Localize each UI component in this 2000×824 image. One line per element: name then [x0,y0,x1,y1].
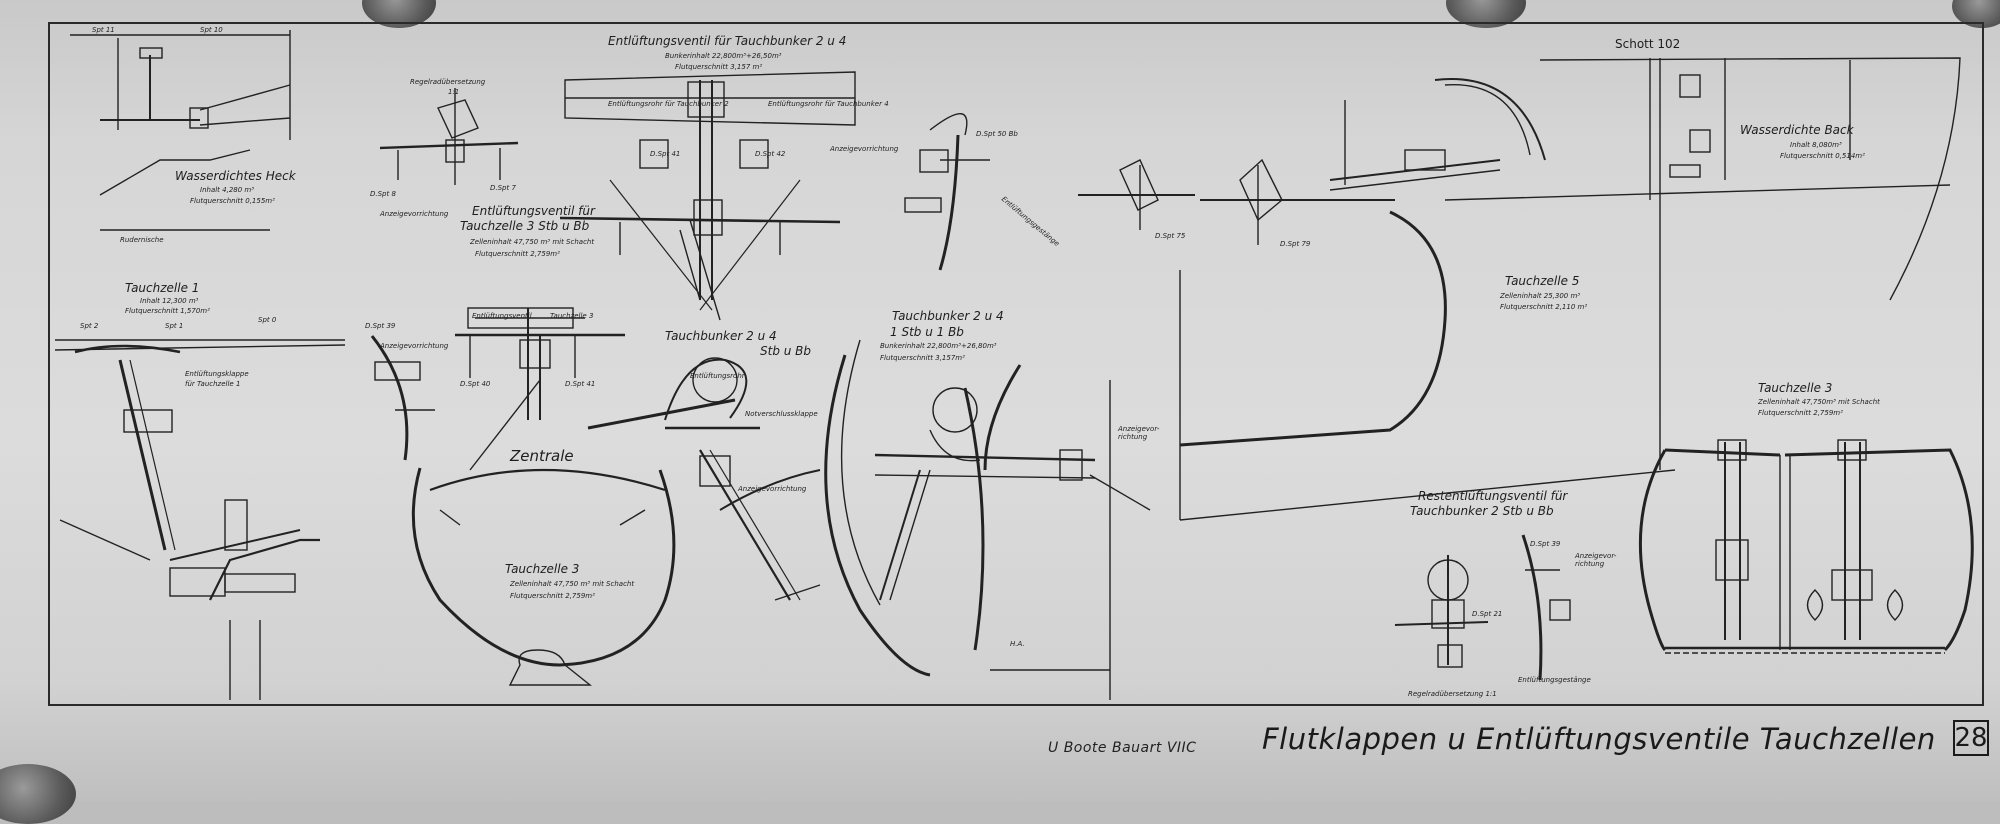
label-back-inhalt: Inhalt 8,080m³ [1790,141,1842,149]
label-tz1-inhalt: Inhalt 12,300 m³ [140,297,199,305]
label-spt0: Spt 0 [258,316,277,324]
label-fuer-tz1: für Tauchzelle 1 [185,380,241,388]
label-dspt42: D.Spt 42 [755,150,786,158]
label-dspt21: D.Spt 21 [1472,610,1503,618]
label-tauchzelle-5: Tauchzelle 5 [1505,274,1580,288]
label-entlueftungsrohr: Entlüftungsrohr [690,372,745,380]
label-spt1: Spt 1 [165,322,184,330]
label-tb24b-line2: 1 Stb u 1 Bb [890,325,964,339]
label-zentrale: Zentrale [510,447,574,465]
label-ev-tz3-inhalt: Zelleninhalt 47,750 m³ mit Schacht [470,238,595,246]
label-spt11: Spt 11 [92,26,115,34]
label-anzeigevorrichtung-4: Anzeigevorrichtung [738,485,807,493]
label-tauchzelle-1: Tauchzelle 1 [125,281,200,295]
label-dspt8: D.Spt 8 [370,190,396,198]
label-rudernische: Rudernische [120,236,164,244]
label-tb24-line1: Tauchbunker 2 u 4 [665,329,777,343]
label-ev-rohr-rechts: Entlüftungsrohr für Tauchbunker 4 [768,100,889,108]
label-tz3-center: Tauchzelle 3 [505,562,580,576]
label-ev-tb-inhalt: Bunkerinhalt 22,800m³+26,50m³ [665,52,782,60]
label-entlueftungsklappe: Entlüftungsklappe [185,370,249,378]
label-notverschlussklappe: Notverschlussklappe [745,410,818,418]
label-anzeigevorrichtung-6: Anzeigevor-richtung [1575,552,1617,569]
label-tz3-small: Tauchzelle 3 [550,312,594,320]
label-anzeigevorrichtung-1: Anzeigevorrichtung [380,210,449,218]
label-tz3-right: Tauchzelle 3 [1758,381,1833,395]
label-dspt39: D.Spt 39 [365,322,396,330]
label-heck-flut: Flutquerschnitt 0,155m² [190,197,275,205]
label-tb24b-inhalt: Bunkerinhalt 22,800m³+26,80m³ [880,342,997,350]
label-ratio-1-1: 1:1 [448,88,460,96]
label-rest-line1: Restentlüftungsventil für [1418,489,1568,503]
label-ev-tz3-line1: Entlüftungsventil für [472,204,595,218]
technical-drawing [54,30,1974,700]
label-regelradubersetzung-1: Regelradübersetzung [410,78,486,86]
label-entlueftungsgestaenge-2: Entlüftungsgestänge [1518,676,1591,684]
label-ev-small: Entlüftungsventil [472,312,532,320]
label-dspt41a: D.Spt 41 [650,150,681,158]
label-dspt41b: D.Spt 41 [565,380,596,388]
label-dspt50: D.Spt 50 Bb [976,130,1018,138]
label-back-flut: Flutquerschnitt 0,514m² [1780,152,1865,160]
label-anzeigevorrichtung-5: Anzeigevor-richtung [1118,425,1160,442]
label-ev-rohr-links: Entlüftungsrohr für Tauchbunker 2 [608,100,729,108]
label-spt2: Spt 2 [80,322,99,330]
label-ha: H.A. [1010,640,1025,648]
label-ev-tauchbunker-title: Entlüftungsventil für Tauchbunker 2 u 4 [608,34,847,48]
label-tz3-center-flut: Flutquerschnitt 2,759m² [510,592,595,600]
label-dspt7: D.Spt 7 [490,184,516,192]
footer-subtitle: U Boote Bauart VIIC [1048,740,1197,756]
drawing-frame [48,22,1984,706]
label-tz5-inhalt: Zelleninhalt 25,300 m³ [1500,292,1581,300]
label-tb24-line2: Stb u Bb [760,344,812,358]
label-tz5-flut: Flutquerschnitt 2,110 m² [1500,303,1588,311]
page-number: 28 [1953,720,1989,756]
label-spt10: Spt 10 [200,26,223,34]
label-dspt39b: D.Spt 39 [1530,540,1561,548]
label-ev-tb-flut: Flutquerschnitt 3,157 m² [675,63,763,71]
label-dspt79: D.Spt 79 [1280,240,1311,248]
label-schott-102: Schott 102 [1615,37,1681,51]
label-ev-tz3-flut: Flutquerschnitt 2,759m² [475,250,560,258]
label-wasserdichte-back: Wasserdichte Back [1740,123,1854,137]
label-dspt40: D.Spt 40 [460,380,491,388]
label-wasserdichtes-heck: Wasserdichtes Heck [175,169,296,183]
label-dspt75: D.Spt 75 [1155,232,1186,240]
label-tz1-flut: Flutquerschnitt 1,570m² [125,307,210,315]
label-ev-tz3-line2: Tauchzelle 3 Stb u Bb [460,219,590,233]
label-rest-line2: Tauchbunker 2 Stb u Bb [1410,504,1554,518]
label-heck-inhalt: Inhalt 4,280 m³ [200,186,255,194]
label-regelradubersetzung-2: Regelradübersetzung 1:1 [1408,690,1497,698]
label-tz3-right-flut: Flutquerschnitt 2,759m² [1758,409,1843,417]
label-tz3-center-inhalt: Zelleninhalt 47,750 m³ mit Schacht [510,580,635,588]
label-anzeigevorrichtung-2: Anzeigevorrichtung [830,145,899,153]
footer-title: Flutklappen u Entlüftungsventile Tauchze… [1262,722,1936,756]
label-tb24b-line1: Tauchbunker 2 u 4 [892,309,1004,323]
label-anzeigevorrichtung-3: Anzeigevorrichtung [380,342,449,350]
label-tb24b-flut: Flutquerschnitt 3,157m² [880,354,965,362]
label-tz3-right-inhalt: Zelleninhalt 47,750m³ mit Schacht [1758,398,1880,406]
